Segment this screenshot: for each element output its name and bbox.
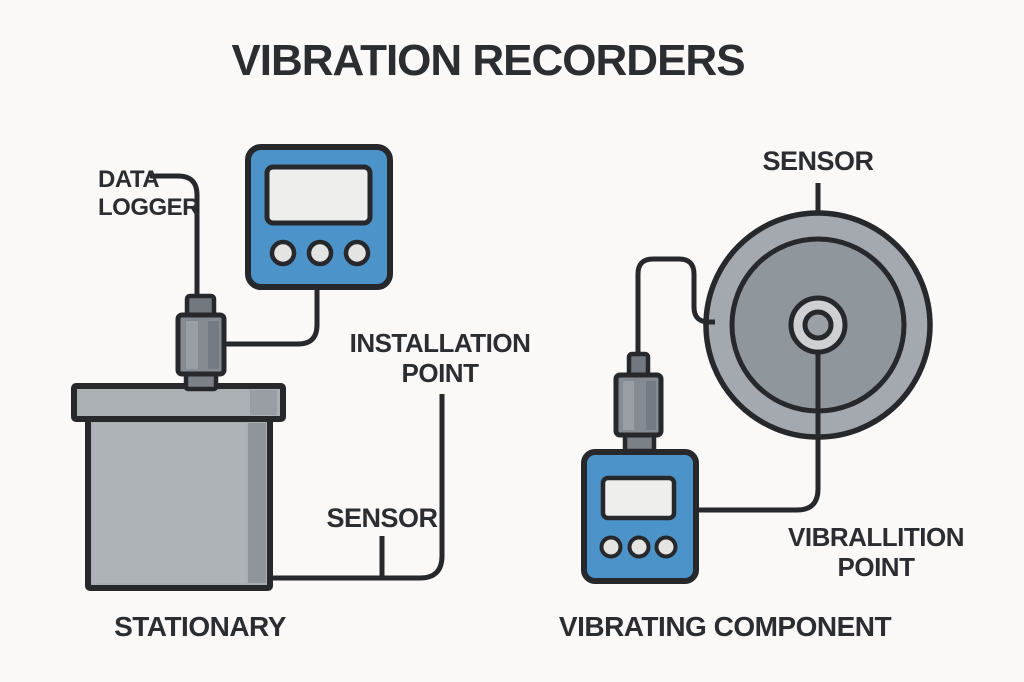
- data-logger-device-left: [245, 144, 393, 290]
- data-logger-label-line1: DATA: [98, 166, 160, 193]
- vibration-point-label-line2: POINT: [837, 552, 915, 582]
- data-logger-device-right: [581, 449, 699, 584]
- rotating-disc: [703, 210, 933, 440]
- vibration-point-label-line1: VIBRALLITION: [788, 522, 965, 552]
- sensor-right-shade: [646, 381, 656, 430]
- device-right-button-2: [627, 535, 651, 559]
- wire-disc-to-device-right: [694, 351, 821, 513]
- data-logger-label-line2: LOGGER: [98, 194, 200, 221]
- device-left-button-3: [343, 239, 371, 267]
- installation-point-label: INSTALLATION POINT: [330, 328, 550, 388]
- device-left-button-2: [306, 239, 334, 267]
- machine-body-shadow: [248, 423, 266, 583]
- sensor-left-shade: [208, 321, 219, 369]
- stationary-machine: [71, 383, 286, 591]
- wire-sensor-right-to-disc: [635, 256, 715, 357]
- device-right-button-3: [654, 535, 678, 559]
- mounted-sensor-right: [613, 351, 664, 454]
- wire-device-to-sensor-left: [222, 289, 320, 347]
- vibrating-component-caption: VIBRATING COMPONENT: [558, 611, 892, 642]
- device-left-button-1: [269, 239, 297, 267]
- vibration-point-label: VIBRALLITION POINT: [766, 522, 986, 582]
- wire-machine-to-installation-point: [268, 394, 445, 581]
- sensor-left-highlight: [186, 321, 198, 369]
- sensor-left-label: SENSOR: [326, 503, 438, 533]
- device-right-button-1: [599, 535, 623, 559]
- mounted-sensor-left: [175, 293, 227, 392]
- data-logger-label: DATA LOGGER: [98, 166, 200, 222]
- disc-hub-center: [802, 309, 834, 341]
- installation-point-label-line1: INSTALLATION: [349, 328, 531, 358]
- device-left-screen: [264, 164, 373, 226]
- installation-point-label-line2: POINT: [401, 358, 479, 388]
- wire-data-logger-to-sensor: [150, 173, 200, 300]
- stationary-caption: STATIONARY: [114, 611, 286, 642]
- sensor-right-label: SENSOR: [762, 146, 874, 176]
- machine-body-highlight: [93, 423, 245, 583]
- sensor-right-highlight: [623, 381, 634, 430]
- page-title: VIBRATION RECORDERS: [231, 36, 745, 85]
- machine-top-plate: [71, 383, 286, 422]
- device-right-screen: [600, 475, 677, 521]
- machine-top-plate-shadow: [250, 390, 277, 415]
- wires: [150, 173, 821, 581]
